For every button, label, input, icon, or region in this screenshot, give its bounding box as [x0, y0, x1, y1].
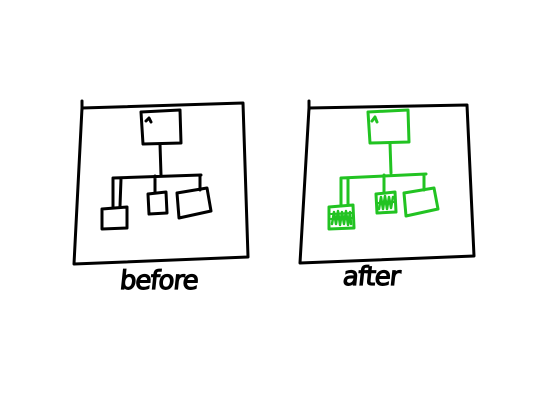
after-frame [298, 99, 476, 265]
after-tree [327, 108, 440, 231]
after-root-node [366, 108, 411, 145]
before-child-node-1 [100, 205, 129, 231]
before-root-node [139, 108, 183, 146]
before-child-node-2 [146, 190, 169, 216]
after-child-node-1 [327, 203, 356, 231]
before-tree [100, 108, 213, 231]
before-caption: before [118, 265, 200, 296]
after-child-node-3 [402, 186, 440, 218]
after-child-node-2 [374, 190, 398, 215]
after-tree-connectors [339, 141, 428, 208]
before-child-node-3 [175, 186, 213, 220]
before-panel [72, 99, 250, 266]
after-panel [298, 99, 476, 265]
before-tree-connectors [111, 142, 203, 210]
before-frame [72, 99, 250, 266]
after-caption: after [341, 261, 402, 292]
